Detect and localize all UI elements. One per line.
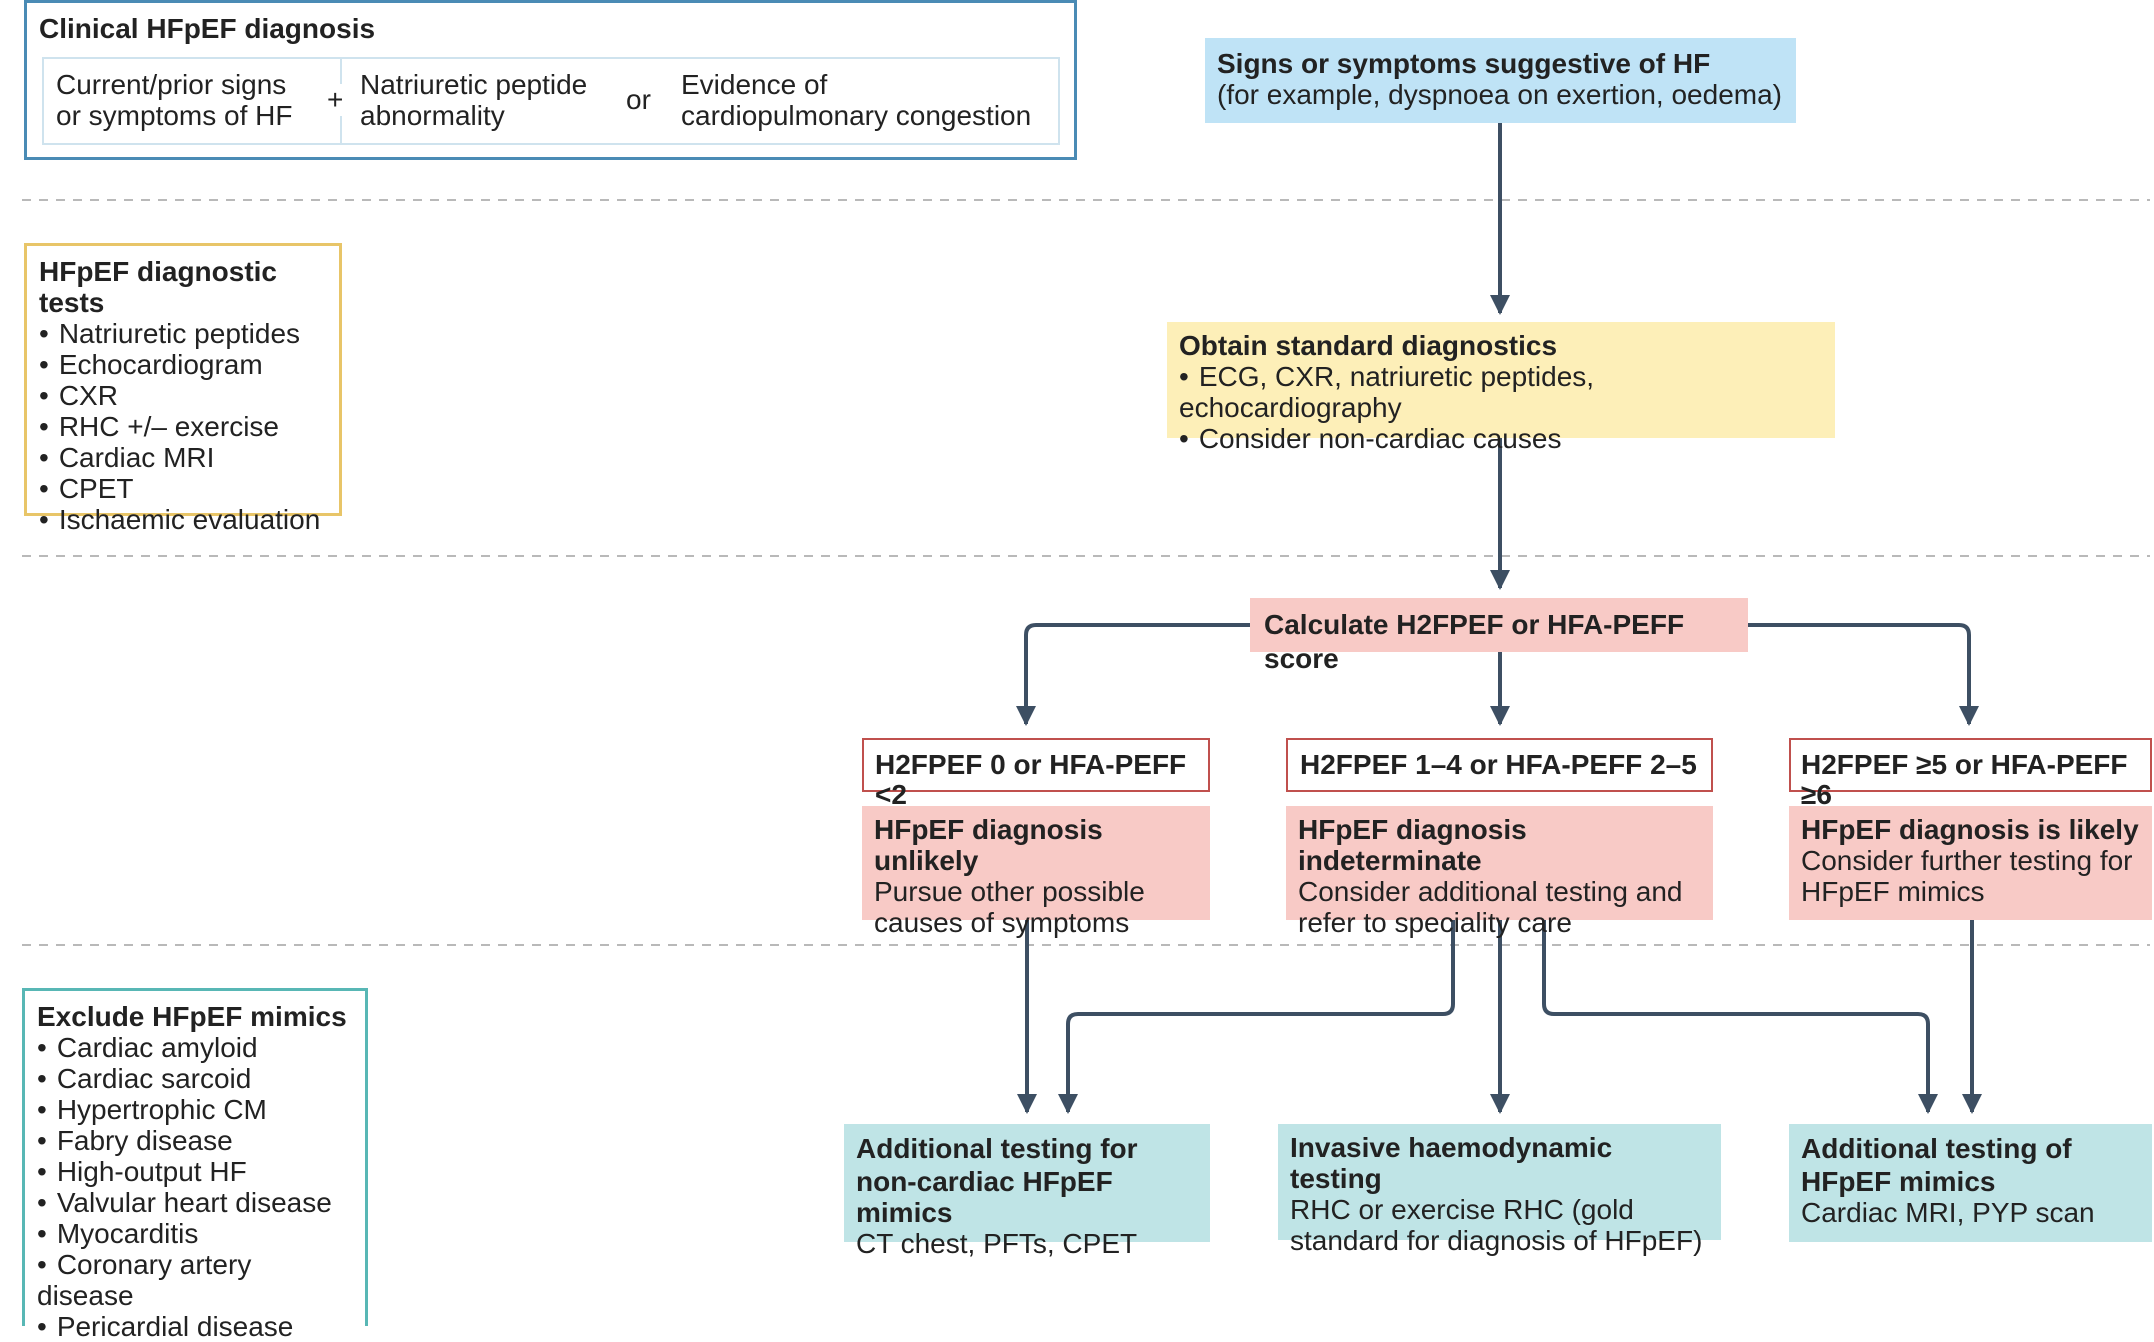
high-result-box: HFpEF diagnosis is likely Consider furth…	[1789, 806, 2152, 920]
criterion-natriuretic-peptide: Natriuretic peptide abnormality	[360, 69, 588, 131]
diagnostics-item: Consider non-cardiac causes	[1179, 423, 1823, 454]
arrow-mid-to-noncardiac	[1058, 920, 1455, 1114]
test-item: CXR	[39, 380, 327, 411]
diagnostics-title: Obtain standard diagnostics	[1179, 330, 1558, 361]
mimic-item: Fabry disease	[37, 1125, 353, 1156]
mid-result-box: HFpEF diagnosis indeterminate Consider a…	[1286, 806, 1713, 938]
criterion-congestion: Evidence of cardiopulmonary congestion	[681, 69, 1032, 131]
test-item: Cardiac MRI	[39, 442, 327, 473]
test-item: Ischaemic evaluation	[39, 504, 327, 535]
diagnostic-tests-title: HFpEF diagnostic tests	[39, 256, 277, 318]
mimic-item: Coronary artery disease	[37, 1249, 353, 1311]
mimics-panel: Exclude HFpEF mimics Cardiac amyloid Car…	[22, 988, 368, 1342]
mimic-item: High-output HF	[37, 1156, 353, 1187]
mimic-item: Cardiac sarcoid	[37, 1063, 353, 1094]
test-item: Echocardiogram	[39, 349, 327, 380]
mimic-item: Hypertrophic CM	[37, 1094, 353, 1125]
noncardiac-testing-box: Additional testing for non-cardiac HFpEF…	[844, 1124, 1210, 1259]
score-box: Calculate H2FPEF or HFA-PEFF score	[1250, 598, 1748, 674]
test-item: Natriuretic peptides	[39, 318, 327, 349]
criteria-row: Current/prior signs or symptoms of HF + …	[42, 57, 1060, 145]
symptoms-title: Signs or symptoms suggestive of HF	[1217, 48, 1711, 79]
mimics-testing-box: Additional testing of HFpEF mimics Cardi…	[1789, 1124, 2152, 1242]
mimic-item: Pericardial disease	[37, 1311, 353, 1342]
mimic-item: Cardiac amyloid	[37, 1032, 353, 1063]
criterion-signs-symptoms: Current/prior signs or symptoms of HF	[56, 69, 293, 131]
arrow-score-to-low	[1016, 623, 1250, 726]
test-item: RHC +/– exercise	[39, 411, 327, 442]
invasive-testing-box: Invasive haemodynamic testing RHC or exe…	[1278, 1124, 1721, 1256]
mimics-title: Exclude HFpEF mimics	[37, 1001, 347, 1032]
mimic-item: Valvular heart disease	[37, 1187, 353, 1218]
clinical-diagnosis-title: Clinical HFpEF diagnosis	[39, 13, 376, 44]
low-result-box: HFpEF diagnosis unlikely Pursue other po…	[862, 806, 1210, 938]
clinical-diagnosis-panel: Clinical HFpEF diagnosis Current/prior s…	[24, 0, 1077, 160]
low-result-title: HFpEF diagnosis unlikely	[874, 814, 1103, 876]
diagnostics-item: ECG, CXR, natriuretic peptides, echocard…	[1179, 361, 1823, 423]
standard-diagnostics-box: Obtain standard diagnostics ECG, CXR, na…	[1167, 322, 1835, 454]
low-criteria-box: H2FPEF 0 or HFA-PEFF <2	[862, 738, 1210, 810]
high-result-title: HFpEF diagnosis is likely	[1801, 814, 2139, 845]
test-item: CPET	[39, 473, 327, 504]
high-criteria-box: H2FPEF ≥5 or HFA-PEFF ≥6	[1789, 738, 2152, 810]
arrow-score-to-high	[1748, 623, 1979, 726]
mimic-item: Myocarditis	[37, 1218, 353, 1249]
or-operator: or	[626, 84, 651, 115]
mid-result-title: HFpEF diagnosis indeterminate	[1298, 814, 1527, 876]
symptoms-text: (for example, dyspnoea on exertion, oede…	[1217, 79, 1782, 110]
symptoms-box: Signs or symptoms suggestive of HF (for …	[1205, 38, 1796, 123]
diagnostic-tests-panel: HFpEF diagnostic tests Natriuretic pepti…	[24, 243, 342, 535]
arrow-mid-to-mimics-test	[1542, 920, 1938, 1114]
plus-operator: +	[323, 84, 348, 116]
mid-criteria-box: H2FPEF 1–4 or HFA-PEFF 2–5	[1286, 738, 1713, 792]
